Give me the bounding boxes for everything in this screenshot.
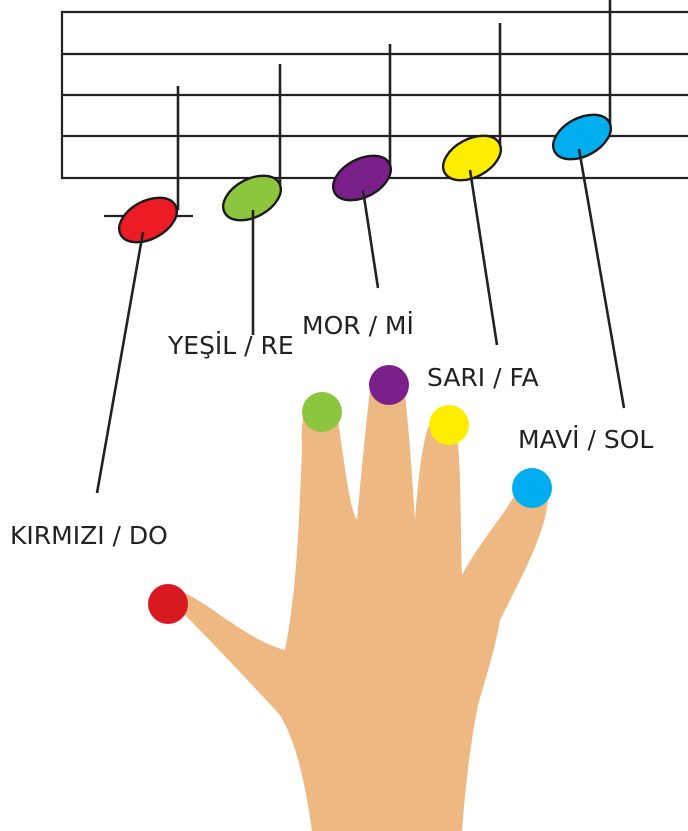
note-mi: MOR / Mİ	[302, 44, 414, 405]
note-head-icon-purple	[332, 154, 392, 202]
leader-line	[468, 169, 499, 346]
note-label-mi: MOR / Mİ	[302, 311, 414, 340]
note-label-do: KIRMIZI / DO	[10, 521, 168, 550]
notes-layer: KIRMIZI / DO YEŞİL / RE MOR / Mİ SARI / FA M…	[10, 0, 653, 624]
note-label-fa: SARI / FA	[427, 363, 539, 392]
finger-dot-purple	[369, 365, 409, 405]
hand-shape	[162, 365, 548, 831]
finger-dot-green	[302, 392, 342, 432]
note-re: YEŞİL / RE	[167, 64, 342, 432]
note-head-icon-red	[118, 196, 178, 244]
note-fa: SARI / FA	[427, 23, 539, 445]
note-label-sol: MAVİ / SOL	[518, 425, 653, 454]
hand-icon	[162, 365, 548, 831]
leader-line	[577, 148, 626, 409]
note-head-icon-yellow	[442, 134, 502, 182]
finger-dot-yellow	[429, 405, 469, 445]
note-head-icon-blue	[552, 113, 612, 161]
finger-dot-blue	[512, 468, 552, 508]
note-head-icon-green	[222, 174, 282, 222]
finger-dot-red	[148, 584, 188, 624]
note-do: KIRMIZI / DO	[10, 86, 188, 624]
leader-line	[95, 231, 145, 494]
note-label-re: YEŞİL / RE	[167, 331, 294, 360]
leader-line	[361, 189, 380, 289]
note-sol: MAVİ / SOL	[512, 0, 653, 508]
